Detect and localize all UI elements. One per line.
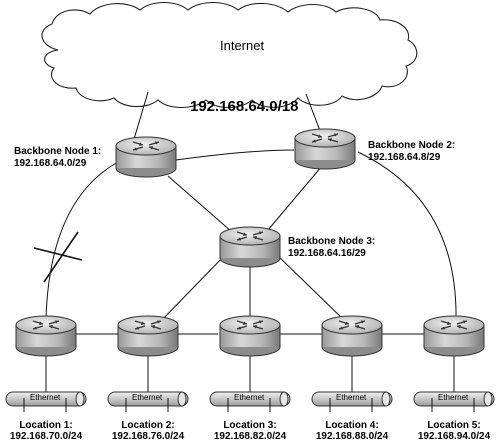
location-5-label: Location 5: 192.168.94.0/24 (408, 420, 500, 442)
link-bn3-loc2 (159, 253, 227, 323)
location-4-label: Location 4: 192.168.88.0/24 (306, 420, 398, 442)
location-leaders (23, 398, 475, 412)
ethernet-label-5: Ethernet (438, 393, 469, 402)
location-5-router (423, 315, 485, 357)
location-5-subnet: 192.168.94.0/24 (417, 431, 491, 442)
link-internet-bn1 (131, 91, 149, 147)
backbone-node-1-label: Backbone Node 1: 192.168.64.0/29 (14, 146, 101, 170)
link-failure-mark (33, 231, 83, 283)
location-1-subnet: 192.168.70.0/24 (9, 431, 83, 442)
location-4-name: Location 4: (325, 420, 379, 431)
backbone-node-1-router (115, 136, 177, 178)
links (45, 91, 457, 392)
summary-network-label: 192.168.64.0/18 (190, 98, 299, 115)
ethernet-label-3: Ethernet (234, 393, 265, 402)
location-4-router (321, 315, 383, 357)
backbone-node-3-subnet: 192.168.64.16/29 (288, 248, 366, 259)
location-1-name: Location 1: (19, 420, 73, 431)
location-3-subnet: 192.168.82.0/24 (213, 431, 287, 442)
backbone-node-3-router (219, 226, 281, 268)
ethernet-label-1: Ethernet (30, 393, 61, 402)
backbone-node-2-router (294, 128, 356, 170)
ethernet-segments (5, 391, 495, 407)
backbone-node-2-label: Backbone Node 2: 192.168.64.8/29 (368, 140, 455, 164)
backbone-node-3-name: Backbone Node 3: (288, 236, 376, 247)
ethernet-label-2: Ethernet (132, 393, 163, 402)
internet-label: Internet (220, 38, 265, 53)
location-2-name: Location 2: (121, 420, 175, 431)
location-2-subnet: 192.168.76.0/24 (111, 431, 185, 442)
link-bn2-loc5 (357, 151, 457, 321)
location-1-router (15, 315, 77, 357)
link-bn3-loc4 (275, 253, 345, 321)
location-3-name: Location 3: (223, 420, 277, 431)
location-5-name: Location 5: (427, 420, 481, 431)
ethernet-label-4: Ethernet (336, 393, 367, 402)
location-2-label: Location 2: 192.168.76.0/24 (102, 420, 194, 442)
backbone-node-1-subnet: 192.168.64.0/29 (14, 158, 87, 169)
backbone-node-2-name: Backbone Node 2: (368, 140, 456, 151)
location-3-router (219, 315, 281, 357)
location-1-label: Location 1: 192.168.70.0/24 (0, 420, 92, 442)
link-bn1-bn3 (167, 175, 233, 233)
backbone-node-2-subnet: 192.168.64.8/29 (368, 152, 441, 163)
location-2-router (117, 315, 179, 357)
link-bn1-loc1-failed (45, 161, 119, 319)
backbone-node-3-label: Backbone Node 3: 192.168.64.16/29 (288, 236, 375, 260)
backbone-node-1-name: Backbone Node 1: (14, 146, 102, 157)
location-4-subnet: 192.168.88.0/24 (315, 431, 389, 442)
link-bn2-bn3 (267, 165, 323, 231)
link-bn1-bn2 (175, 149, 295, 161)
internet-cloud (41, 1, 418, 109)
location-3-label: Location 3: 192.168.82.0/24 (204, 420, 296, 442)
